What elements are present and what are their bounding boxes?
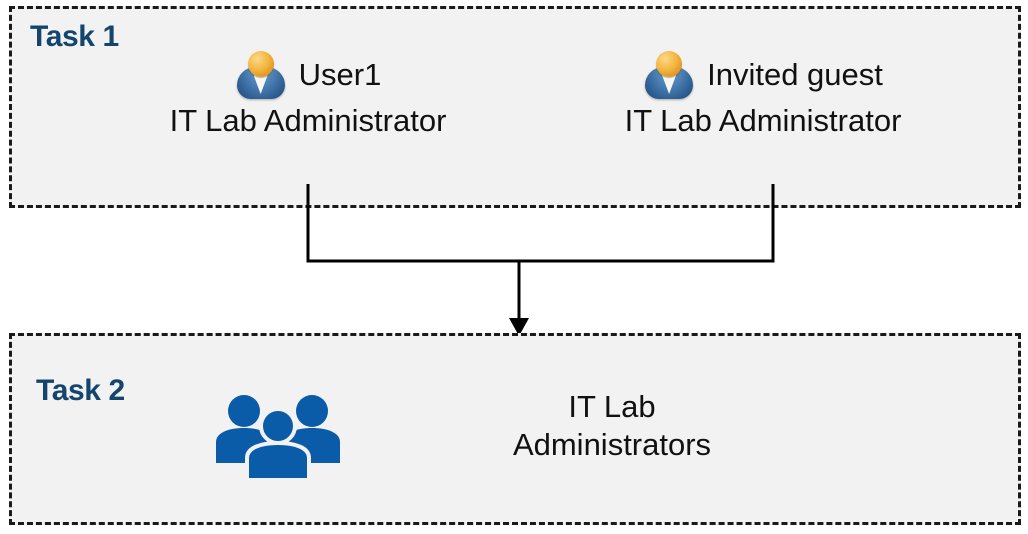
group-icon-head-right xyxy=(296,395,328,427)
person-guest-header: Invited guest xyxy=(643,50,883,100)
person-guest-name: Invited guest xyxy=(707,57,883,93)
person-card-user1: User1 IT Lab Administrator xyxy=(128,50,488,140)
group-icon-head-left xyxy=(228,395,260,427)
person-user1-header: User1 xyxy=(235,50,382,100)
person-user1-role: IT Lab Administrator xyxy=(169,103,447,138)
task-2-title: Task 2 xyxy=(36,374,125,407)
person-user1-name: User1 xyxy=(298,57,382,93)
group-label-line-2: Administrators xyxy=(512,427,712,463)
single-user-icon xyxy=(235,50,287,100)
user-icon-head xyxy=(656,51,683,77)
person-card-invited-guest: Invited guest IT Lab Administrator xyxy=(580,50,946,140)
user-icon-head xyxy=(247,51,274,77)
group-label-line-1: IT Lab xyxy=(568,389,656,424)
person-guest-role: IT Lab Administrator xyxy=(624,103,902,138)
task-1-container xyxy=(9,6,1021,208)
task-2-container xyxy=(9,333,1021,525)
single-user-icon xyxy=(643,50,695,100)
task-1-title: Task 1 xyxy=(30,20,119,53)
user-group-icon xyxy=(216,395,340,480)
group-icon-body-center xyxy=(245,440,311,480)
group-icon-head-center xyxy=(259,407,297,445)
group-label: IT Lab Administrators xyxy=(400,388,824,465)
